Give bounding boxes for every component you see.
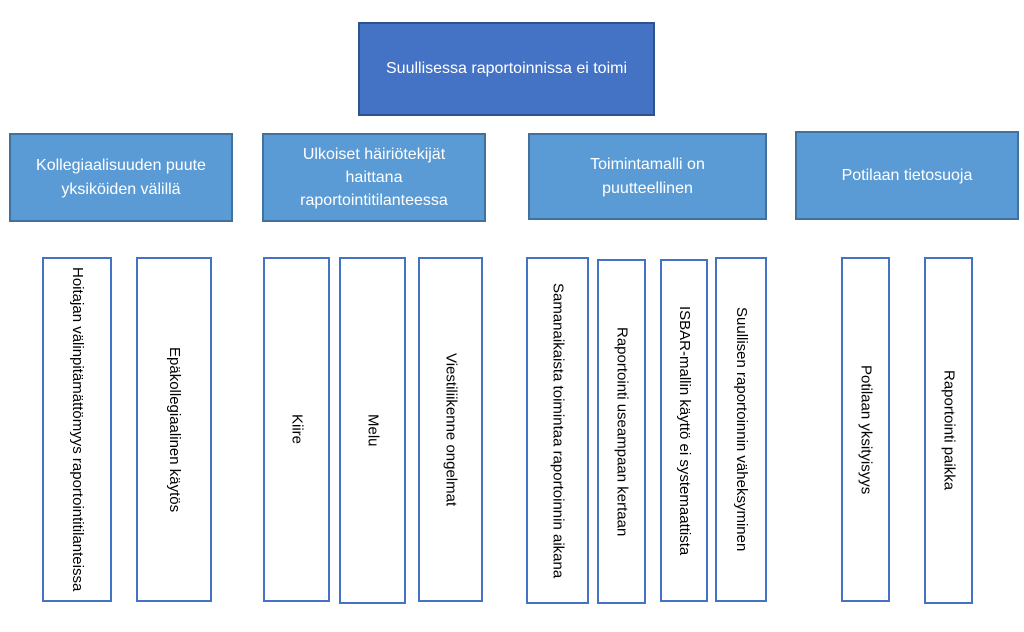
- leaf-label-hurry: Kiire: [288, 414, 306, 445]
- leaf-label-message-traffic: Viestiliikenne ongelmat: [442, 352, 460, 507]
- leaf-box-patient-privacy: Potilaan yksityisyys: [841, 257, 890, 602]
- leaf-label-reporting-place: Raportointi paikka: [940, 370, 958, 491]
- leaf-label-uncollegial-behaviour: Epäkollegiaalinen käytös: [165, 346, 183, 513]
- leaf-box-hurry: Kiire: [263, 257, 330, 602]
- leaf-label-oral-reporting-underestimation: Suullisen raportoinnin väheksyminen: [732, 307, 750, 552]
- root-node: Suullisessa raportoinnissa ei toimi: [358, 22, 655, 116]
- leaf-box-noise: Melu: [339, 257, 406, 604]
- leaf-box-reporting-place: Raportointi paikka: [924, 257, 973, 604]
- category-box-operating-model: Toimintamalli on puutteellinen: [528, 133, 767, 220]
- leaf-label-isbar-usage: ISBAR-mallin käyttö ei systemaattista: [675, 305, 693, 556]
- category-box-external-disturbances: Ulkoiset häiriötekijät haittana raportoi…: [262, 133, 486, 222]
- leaf-label-multiple-reporting: Raportointi useampaan kertaan: [613, 326, 631, 537]
- leaf-box-message-traffic: Viestiliikenne ongelmat: [418, 257, 483, 602]
- category-box-data-protection: Potilaan tietosuoja: [795, 131, 1019, 220]
- leaf-label-indifference: Hoitajan välinpitämättömyys raportointit…: [68, 267, 86, 592]
- leaf-label-simultaneous-activity: Samanaikaista toimintaa raportoinnin aik…: [549, 282, 567, 579]
- leaf-label-patient-privacy: Potilaan yksityisyys: [857, 364, 875, 495]
- leaf-box-isbar-usage: ISBAR-mallin käyttö ei systemaattista: [660, 259, 708, 602]
- leaf-box-simultaneous-activity: Samanaikaista toimintaa raportoinnin aik…: [526, 257, 589, 604]
- leaf-box-multiple-reporting: Raportointi useampaan kertaan: [597, 259, 646, 604]
- leaf-box-oral-reporting-underestimation: Suullisen raportoinnin väheksyminen: [715, 257, 767, 602]
- category-label-data-protection: Potilaan tietosuoja: [841, 166, 973, 184]
- category-box-collegiality: Kollegiaalisuuden puute yksiköiden välil…: [9, 133, 233, 222]
- category-label-collegiality: Kollegiaalisuuden puute yksiköiden välil…: [36, 157, 206, 198]
- root-node-label: Suullisessa raportoinnissa ei toimi: [386, 60, 627, 78]
- category-label-operating-model: Toimintamalli on puutteellinen: [590, 156, 705, 197]
- category-label-external-disturbances: Ulkoiset häiriötekijät haittana raportoi…: [300, 145, 448, 210]
- leaf-label-noise: Melu: [364, 414, 382, 447]
- leaf-box-uncollegial-behaviour: Epäkollegiaalinen käytös: [136, 257, 212, 602]
- leaf-box-indifference: Hoitajan välinpitämättömyys raportointit…: [42, 257, 112, 602]
